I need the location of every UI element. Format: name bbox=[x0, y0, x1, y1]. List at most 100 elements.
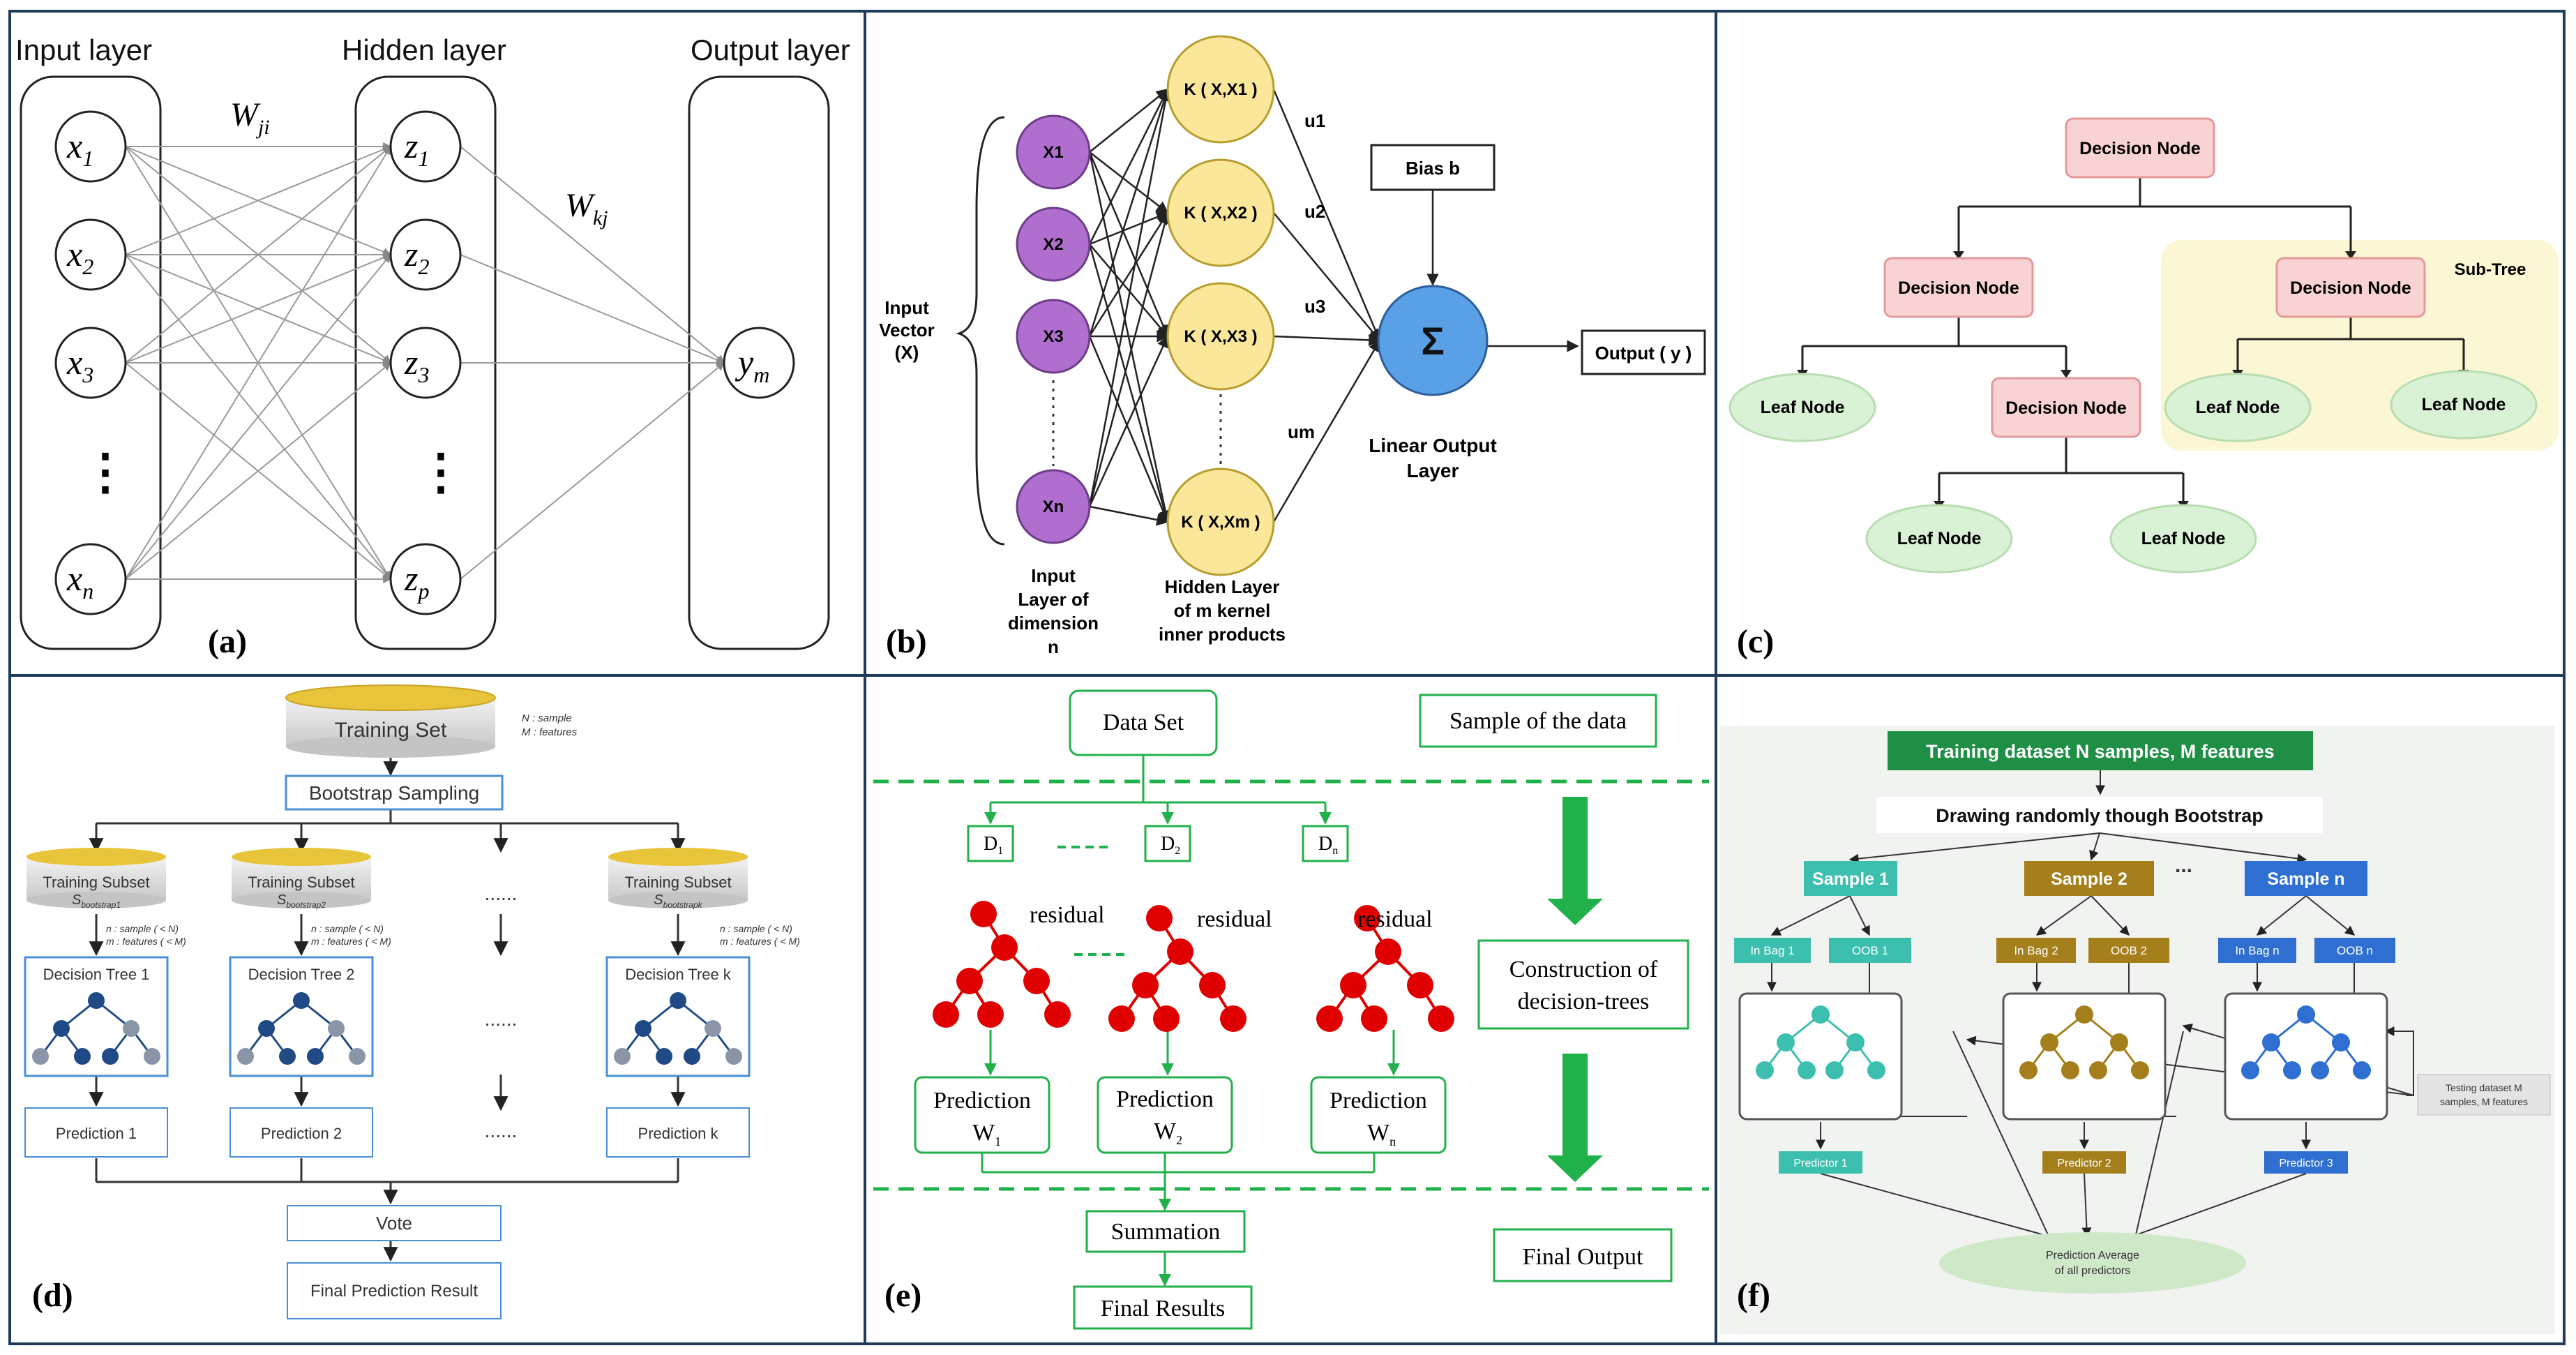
edge-x2-z0 bbox=[125, 146, 391, 364]
weight-wji-label: Wji bbox=[230, 96, 270, 139]
edge-x2-z1 bbox=[125, 253, 392, 364]
panel-e-label: (e) bbox=[884, 1277, 921, 1314]
rbf-edge-x0-k0 bbox=[1089, 88, 1169, 153]
kernel-node-3 bbox=[1166, 282, 1275, 391]
neuron-z3-label: z3 bbox=[404, 343, 429, 387]
left-decision-node bbox=[1883, 257, 2034, 318]
training-subset-2: Training Subset Sbootstrap2 bbox=[232, 848, 371, 910]
testing-dataset-label-1: Testing dataset M bbox=[2446, 1082, 2522, 1093]
rf-tree-1-node-1 bbox=[258, 1020, 275, 1037]
sample-ellipsis: ... bbox=[2175, 854, 2192, 877]
panel-b-label: (b) bbox=[886, 623, 927, 660]
oob-mini-trees bbox=[1756, 1005, 2371, 1079]
neuron-xn bbox=[54, 543, 127, 615]
output-y-label: Output ( y ) bbox=[1595, 343, 1692, 364]
hidden-layer-caption-3: inner products bbox=[1159, 624, 1286, 645]
neuron-z1 bbox=[389, 110, 462, 183]
d2-label: D2 bbox=[1161, 833, 1180, 857]
edge-x3-z2 bbox=[125, 362, 391, 580]
decision-tree-k-label: Decision Tree k bbox=[625, 966, 732, 983]
oob-tree-0-node-6 bbox=[1867, 1061, 1885, 1079]
input-node-x2-label: X2 bbox=[1043, 235, 1063, 254]
sub-tree-label: Sub-Tree bbox=[2455, 260, 2526, 279]
random-forest-mini-trees bbox=[32, 992, 742, 1065]
kernel-node-1-label: K ( X,X1 ) bbox=[1184, 80, 1257, 99]
rf-tree-1-node-4 bbox=[279, 1048, 296, 1065]
output-layer-title: Output layer bbox=[691, 33, 850, 66]
panel-f-oob-random-forest: Training dataset N samples, M features D… bbox=[1720, 726, 2554, 1334]
construction-label-1: Construction of bbox=[1509, 957, 1658, 982]
dn-label: Dn bbox=[1318, 833, 1338, 857]
boosting-connectors bbox=[981, 755, 1400, 1287]
oob-tree-0-node-2 bbox=[1846, 1033, 1865, 1051]
boost-tree-1-node-0 bbox=[1146, 905, 1173, 931]
boost-tree-1-node-3 bbox=[1199, 972, 1226, 998]
rbf-edge-x1-k0 bbox=[1088, 88, 1169, 245]
prediction-w1-box bbox=[914, 1076, 1050, 1154]
kernel-node-m-label: K ( X,Xm ) bbox=[1181, 513, 1260, 532]
neuron-z2 bbox=[389, 218, 462, 291]
rf-tree-0-node-5 bbox=[102, 1048, 119, 1065]
leaf-node-2 bbox=[2164, 373, 2312, 442]
boost-tree-2-node-4 bbox=[1316, 1005, 1343, 1032]
testing-dataset-label-2: samples, M features bbox=[2440, 1096, 2528, 1107]
decision-tree-2-box bbox=[229, 956, 374, 1077]
input-vector-label-3: (X) bbox=[895, 342, 919, 363]
oob-tree-2-node-4 bbox=[2283, 1061, 2301, 1079]
oob-tree-1-node-0 bbox=[2075, 1005, 2093, 1024]
predictor-3-label: Predictor 3 bbox=[2279, 1158, 2333, 1169]
input-ellipsis: ⋮ bbox=[81, 444, 130, 499]
rf-tree-2-node-0 bbox=[670, 992, 686, 1009]
rf-tree-0-node-4 bbox=[74, 1048, 91, 1065]
rf-tree-0-node-0 bbox=[88, 992, 105, 1009]
input-vector-brace bbox=[956, 116, 1005, 546]
vote-label: Vote bbox=[376, 1213, 412, 1234]
in-bag-2-label: In Bag 2 bbox=[2014, 944, 2058, 957]
boost-tree-2-node-6 bbox=[1428, 1005, 1454, 1032]
green-down-arrow-2 bbox=[1547, 1054, 1603, 1182]
final-output-label: Final Output bbox=[1523, 1244, 1643, 1270]
mid-decision-node bbox=[1991, 377, 2141, 438]
rf-tree-1-node-6 bbox=[349, 1048, 366, 1065]
in-bag-2-box bbox=[1996, 938, 2076, 963]
input-layer-caption-1: Input bbox=[1031, 565, 1076, 586]
panel-e-gradient-boosting: Data Set Sample of the data D1 D2 Dn bbox=[873, 689, 1709, 1330]
boost-tree-0-node-5 bbox=[977, 1001, 1004, 1028]
panel-c-decision-tree: Sub-Tree Decision Node Decision Node Dec… bbox=[1728, 117, 2559, 660]
final-output-box bbox=[1493, 1228, 1673, 1282]
rbf-edge-x3-k3 bbox=[1089, 505, 1169, 526]
subset-ellipsis: ...... bbox=[485, 883, 518, 904]
predictor-1-box bbox=[1779, 1151, 1862, 1174]
residual-3: residual bbox=[1357, 906, 1433, 932]
prediction-1-box bbox=[24, 1107, 168, 1158]
rf-tree-2-node-4 bbox=[656, 1048, 672, 1065]
input-node-x1 bbox=[1016, 114, 1091, 190]
boost-tree-2-node-0 bbox=[1354, 905, 1380, 931]
right-decision-node bbox=[2275, 257, 2426, 318]
neuron-z2-label: z2 bbox=[404, 234, 429, 279]
weight-u1: u1 bbox=[1304, 110, 1325, 131]
predictor-3-box bbox=[2264, 1151, 2348, 1174]
input-node-xn bbox=[1016, 469, 1091, 544]
input-node-x2 bbox=[1016, 207, 1091, 282]
leaf-node-2-label: Leaf Node bbox=[2196, 398, 2280, 417]
leaf-node-4-label: Leaf Node bbox=[1897, 529, 1982, 548]
w2-label: W2 bbox=[1154, 1118, 1182, 1147]
rbf-edge-x3-k0 bbox=[1088, 88, 1172, 507]
w1-label: W1 bbox=[972, 1120, 1001, 1148]
prediction-k-label: Prediction k bbox=[638, 1125, 719, 1142]
oob-tree-0-node-4 bbox=[1798, 1061, 1816, 1079]
summation-box bbox=[1085, 1210, 1246, 1253]
panel-d-random-forest: Training Set N : sample M : features bbox=[24, 684, 800, 1319]
neuron-ym-label: ym bbox=[735, 343, 769, 387]
input-vector-label-2: Vector bbox=[879, 320, 935, 340]
weight-u2: u2 bbox=[1304, 201, 1325, 222]
prediction-w2-box bbox=[1097, 1076, 1233, 1154]
sample-1-box bbox=[1804, 861, 1897, 896]
edge-z1-y bbox=[460, 254, 725, 364]
leaf-node-3 bbox=[2390, 370, 2538, 440]
prediction-wn-label: Prediction bbox=[1330, 1088, 1427, 1114]
neuron-x3 bbox=[54, 327, 127, 399]
oob-tree-2-node-5 bbox=[2311, 1061, 2329, 1079]
boost-tree-1-node-2 bbox=[1132, 972, 1159, 998]
